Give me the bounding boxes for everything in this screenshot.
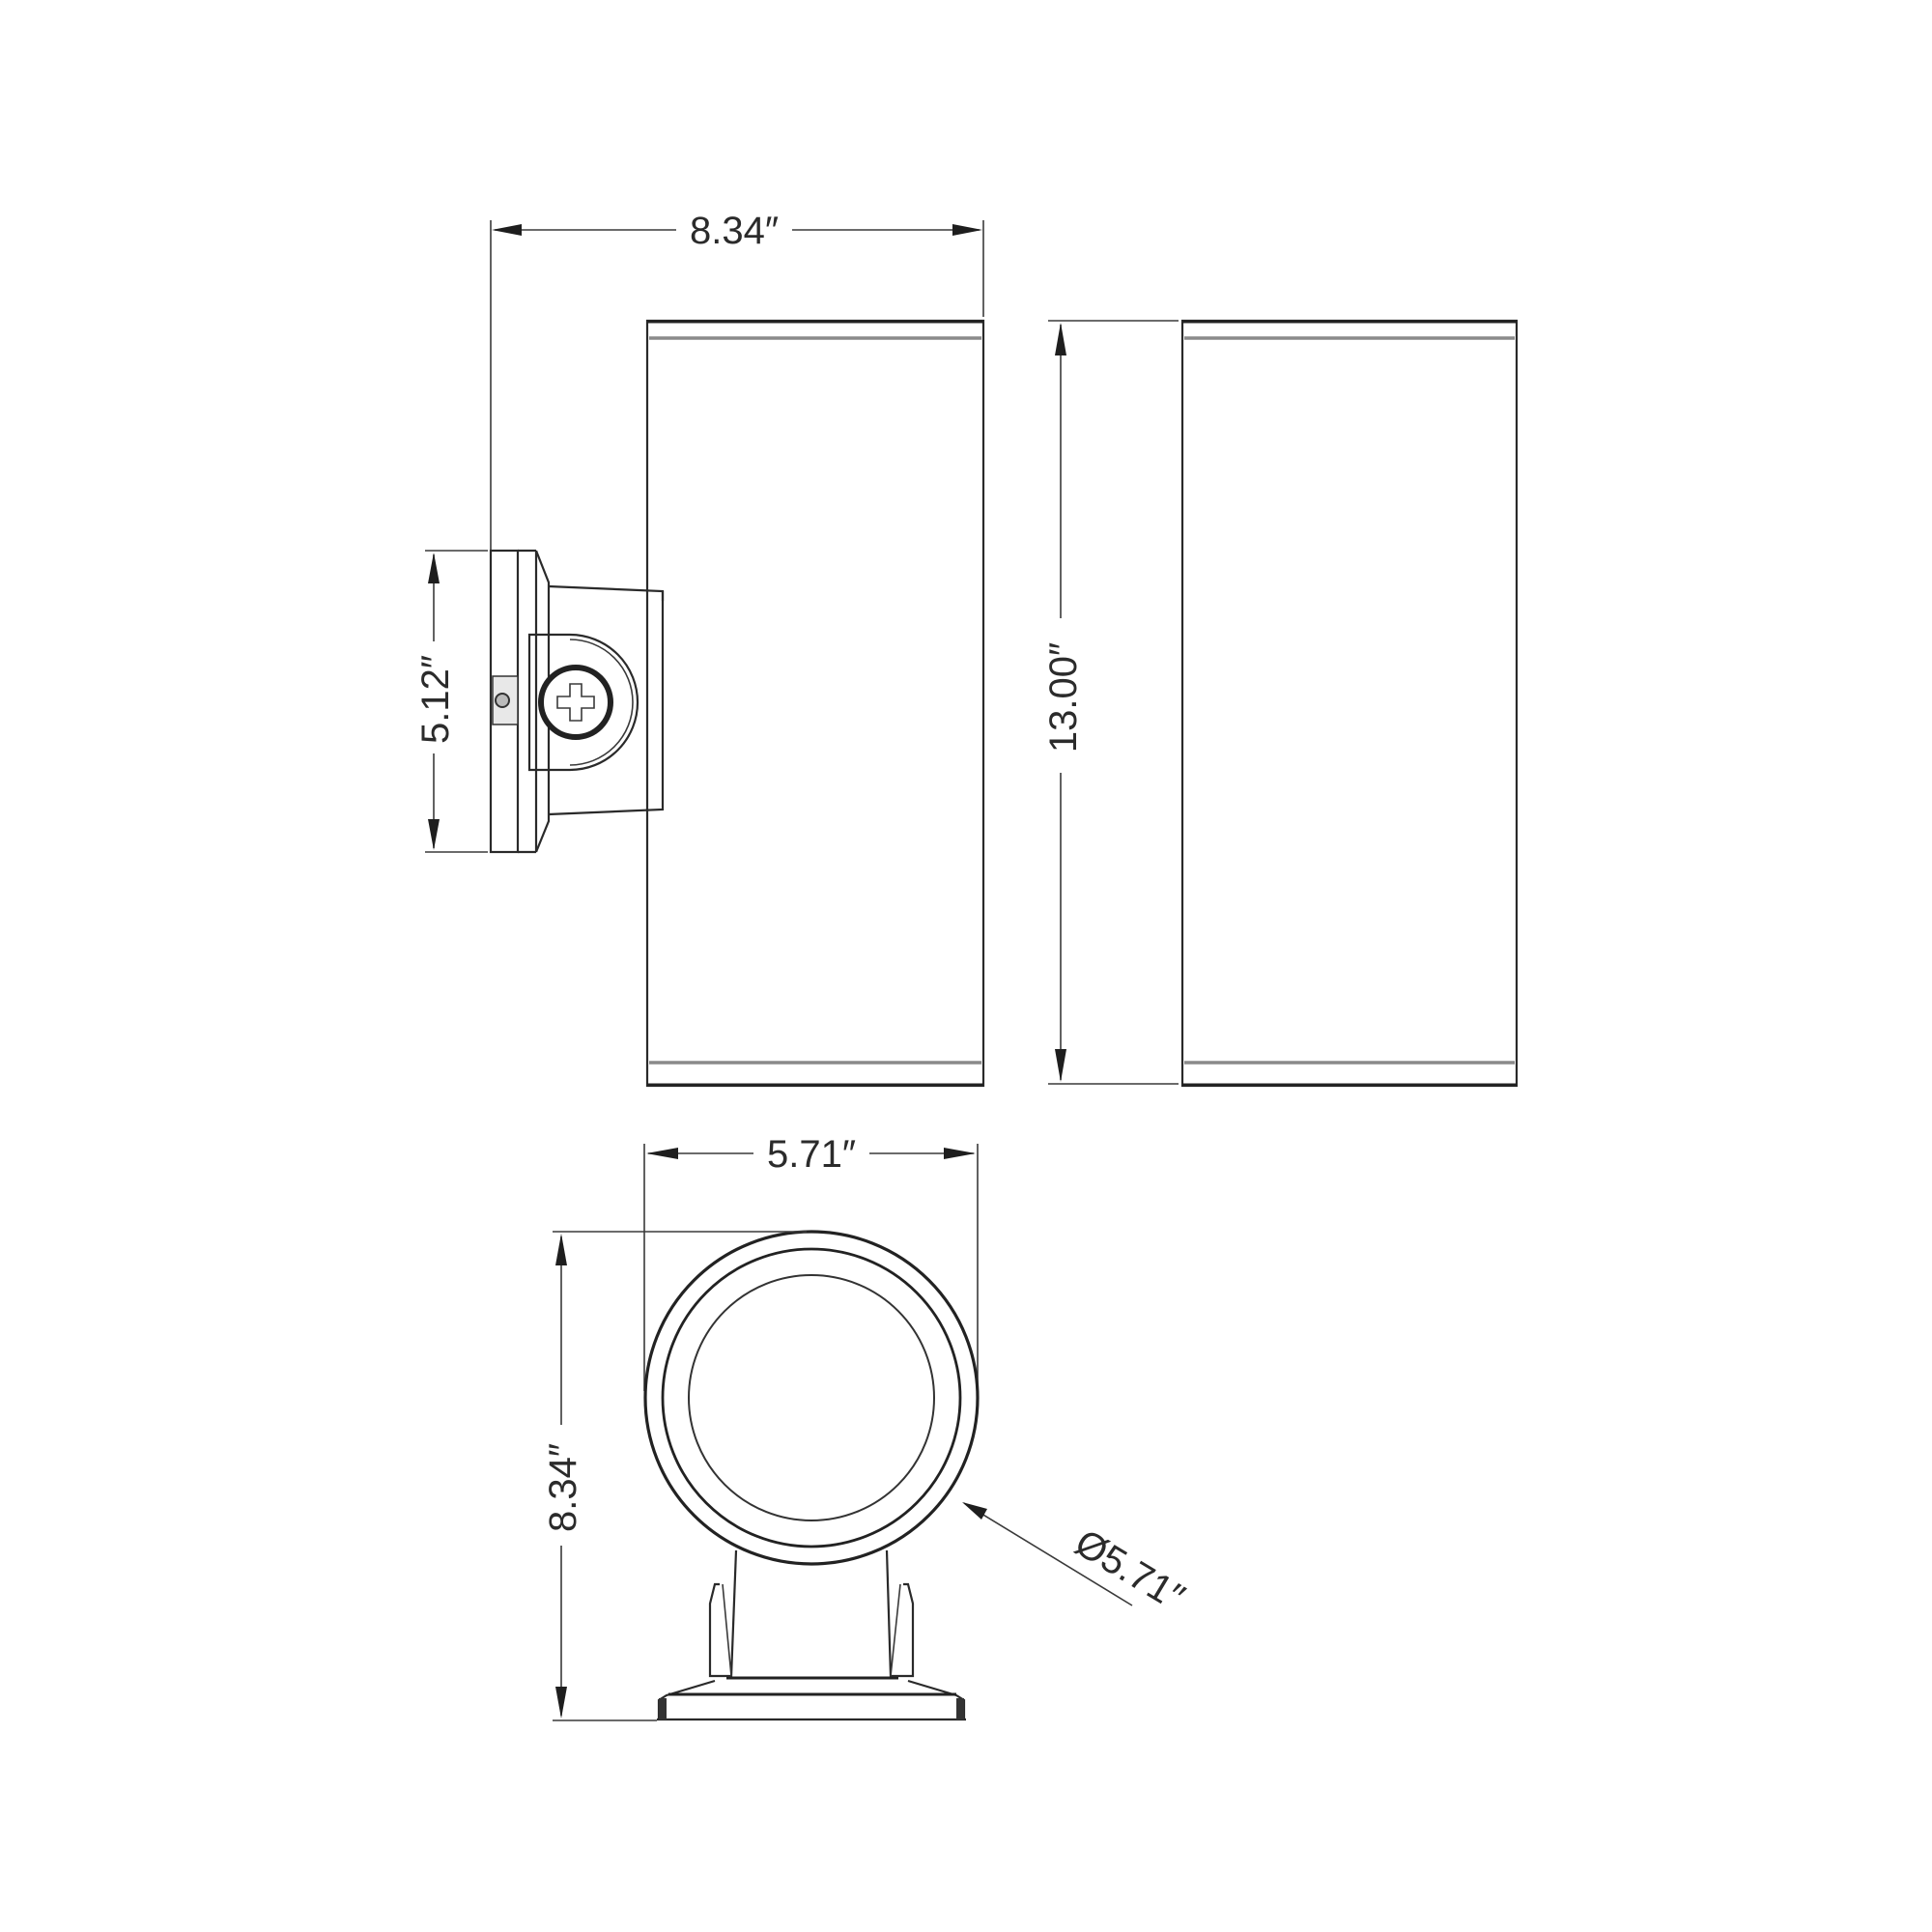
phillips-screw-icon — [538, 665, 613, 740]
dimension-label-height: 13.00″ — [1042, 642, 1085, 753]
dimension-label-overall-width: 8.34″ — [690, 210, 779, 252]
dimension-bottom-depth: 8.34″ — [542, 1231, 807, 1721]
cylinder-body-side — [645, 319, 985, 1088]
dimension-label-bottom-width: 5.71″ — [767, 1133, 856, 1176]
dimension-label-bottom-depth: 8.34″ — [542, 1443, 584, 1532]
front-view: 13.00″ — [1042, 319, 1519, 1088]
dimension-mount-height: 5.12″ — [414, 550, 488, 853]
bottom-bracket — [657, 1549, 966, 1721]
cylinder-body-front — [1180, 319, 1519, 1088]
dimension-bottom-width: 5.71″ — [643, 1133, 979, 1391]
lens-rings — [643, 1230, 980, 1566]
wall-bracket — [489, 549, 665, 854]
dimension-height: 13.00″ — [1042, 320, 1179, 1085]
bottom-view: 5.71″ — [542, 1133, 1192, 1721]
set-screw-icon — [492, 675, 519, 725]
dimension-overall-width: 8.34″ — [490, 210, 984, 553]
dimension-diameter: Ø5.71″ — [962, 1502, 1192, 1619]
dimension-label-mount-height: 5.12″ — [414, 655, 457, 744]
side-view: 8.34″ — [414, 210, 985, 1088]
